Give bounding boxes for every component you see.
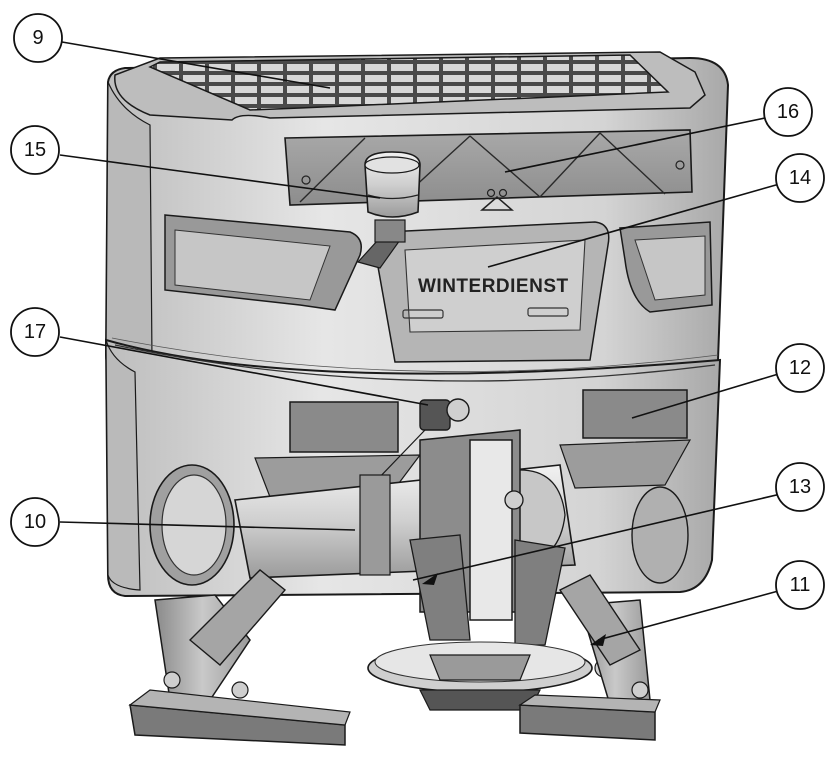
callout-10: 10 [10, 497, 60, 547]
callout-label-12: 12 [789, 357, 811, 379]
spinner-disc [367, 641, 614, 711]
top-grid-cover [114, 51, 706, 121]
leader-arrowheads [422, 573, 606, 646]
central-chute [409, 429, 566, 646]
callout-13: 13 [775, 462, 825, 512]
callout-label-15: 15 [24, 139, 46, 161]
leader-lines [59, 41, 786, 641]
callout-label-10: 10 [24, 511, 46, 533]
callout-label-17: 17 [24, 321, 46, 343]
beacon-lamp [356, 151, 421, 269]
callout-17: 17 [10, 307, 60, 357]
support-legs [128, 569, 661, 746]
callout-9: 9 [13, 13, 63, 63]
brand-label: WINTERDIENST [418, 276, 569, 297]
callout-11: 11 [775, 560, 825, 610]
callout-label-16: 16 [777, 101, 799, 123]
callout-label-13: 13 [789, 476, 811, 498]
motor-unit [299, 398, 470, 561]
side-handles [164, 214, 713, 313]
callout-label-14: 14 [789, 167, 811, 189]
callout-label-9: 9 [32, 27, 43, 49]
callout-12: 12 [775, 343, 825, 393]
callout-16: 16 [763, 87, 813, 137]
center-nameplate: WINTERDIENST [374, 221, 610, 363]
callout-label-11: 11 [790, 574, 811, 596]
callout-14: 14 [775, 153, 825, 203]
callout-15: 15 [10, 125, 60, 175]
